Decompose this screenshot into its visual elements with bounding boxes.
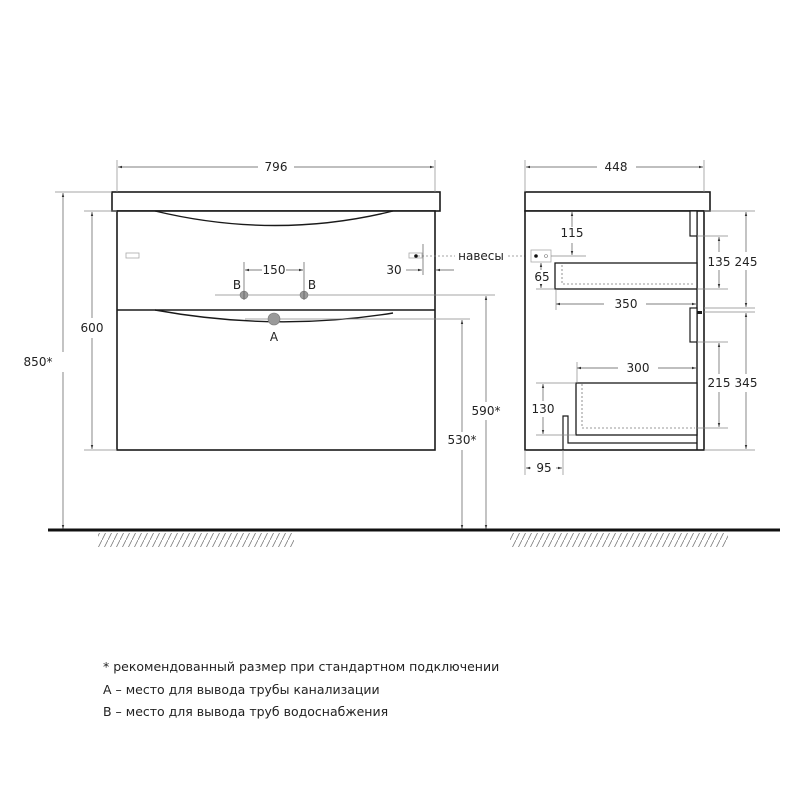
dim-135: 135 [708, 255, 731, 269]
note-drain: А – место для вывода трубы канализации [103, 681, 380, 697]
hinge-offset-label: 30 [386, 263, 401, 277]
dim-95: 95 [536, 461, 551, 475]
basin-top [111, 191, 441, 212]
drain-label: A [270, 330, 279, 344]
note-water: В – место для вывода труб водоснабжения [103, 704, 389, 719]
legend-notes: * рекомендованный размер при стандартном… [103, 656, 499, 724]
dim-115: 115 [561, 226, 584, 240]
pipe-spacing-label: 150 [263, 263, 286, 277]
water-pipe-left-label: B [233, 278, 241, 292]
dim-345: 345 [735, 376, 758, 390]
front-view: навесы B B 150 30 A 796 850* [24, 160, 532, 529]
water-height-label: 590* [472, 404, 501, 418]
drain-height-label: 530* [448, 433, 477, 447]
hinge-label: навесы [458, 249, 504, 263]
note-recommended: * рекомендованный размер при стандартном… [103, 659, 500, 674]
dim-350: 350 [615, 297, 638, 311]
dim-245: 245 [735, 255, 758, 269]
dim-300: 300 [627, 361, 650, 375]
dim-65: 65 [534, 270, 549, 284]
technical-drawing: навесы B B 150 30 A 796 850* [24, 160, 780, 547]
cabinet-body [116, 210, 436, 451]
height-850-label: 850* [24, 355, 53, 369]
dim-130: 130 [532, 402, 555, 416]
water-pipe-right-label: B [308, 278, 316, 292]
height-600-label: 600 [81, 321, 104, 335]
width-label: 796 [265, 160, 288, 174]
side-view: 448 115 65 350 135 245 300 [524, 160, 758, 475]
side-basin-top [524, 191, 711, 212]
hinge-left-marker [125, 252, 140, 259]
drain-pipe [267, 312, 281, 326]
floor [48, 528, 780, 547]
depth-label: 448 [605, 160, 628, 174]
dim-215: 215 [708, 376, 731, 390]
